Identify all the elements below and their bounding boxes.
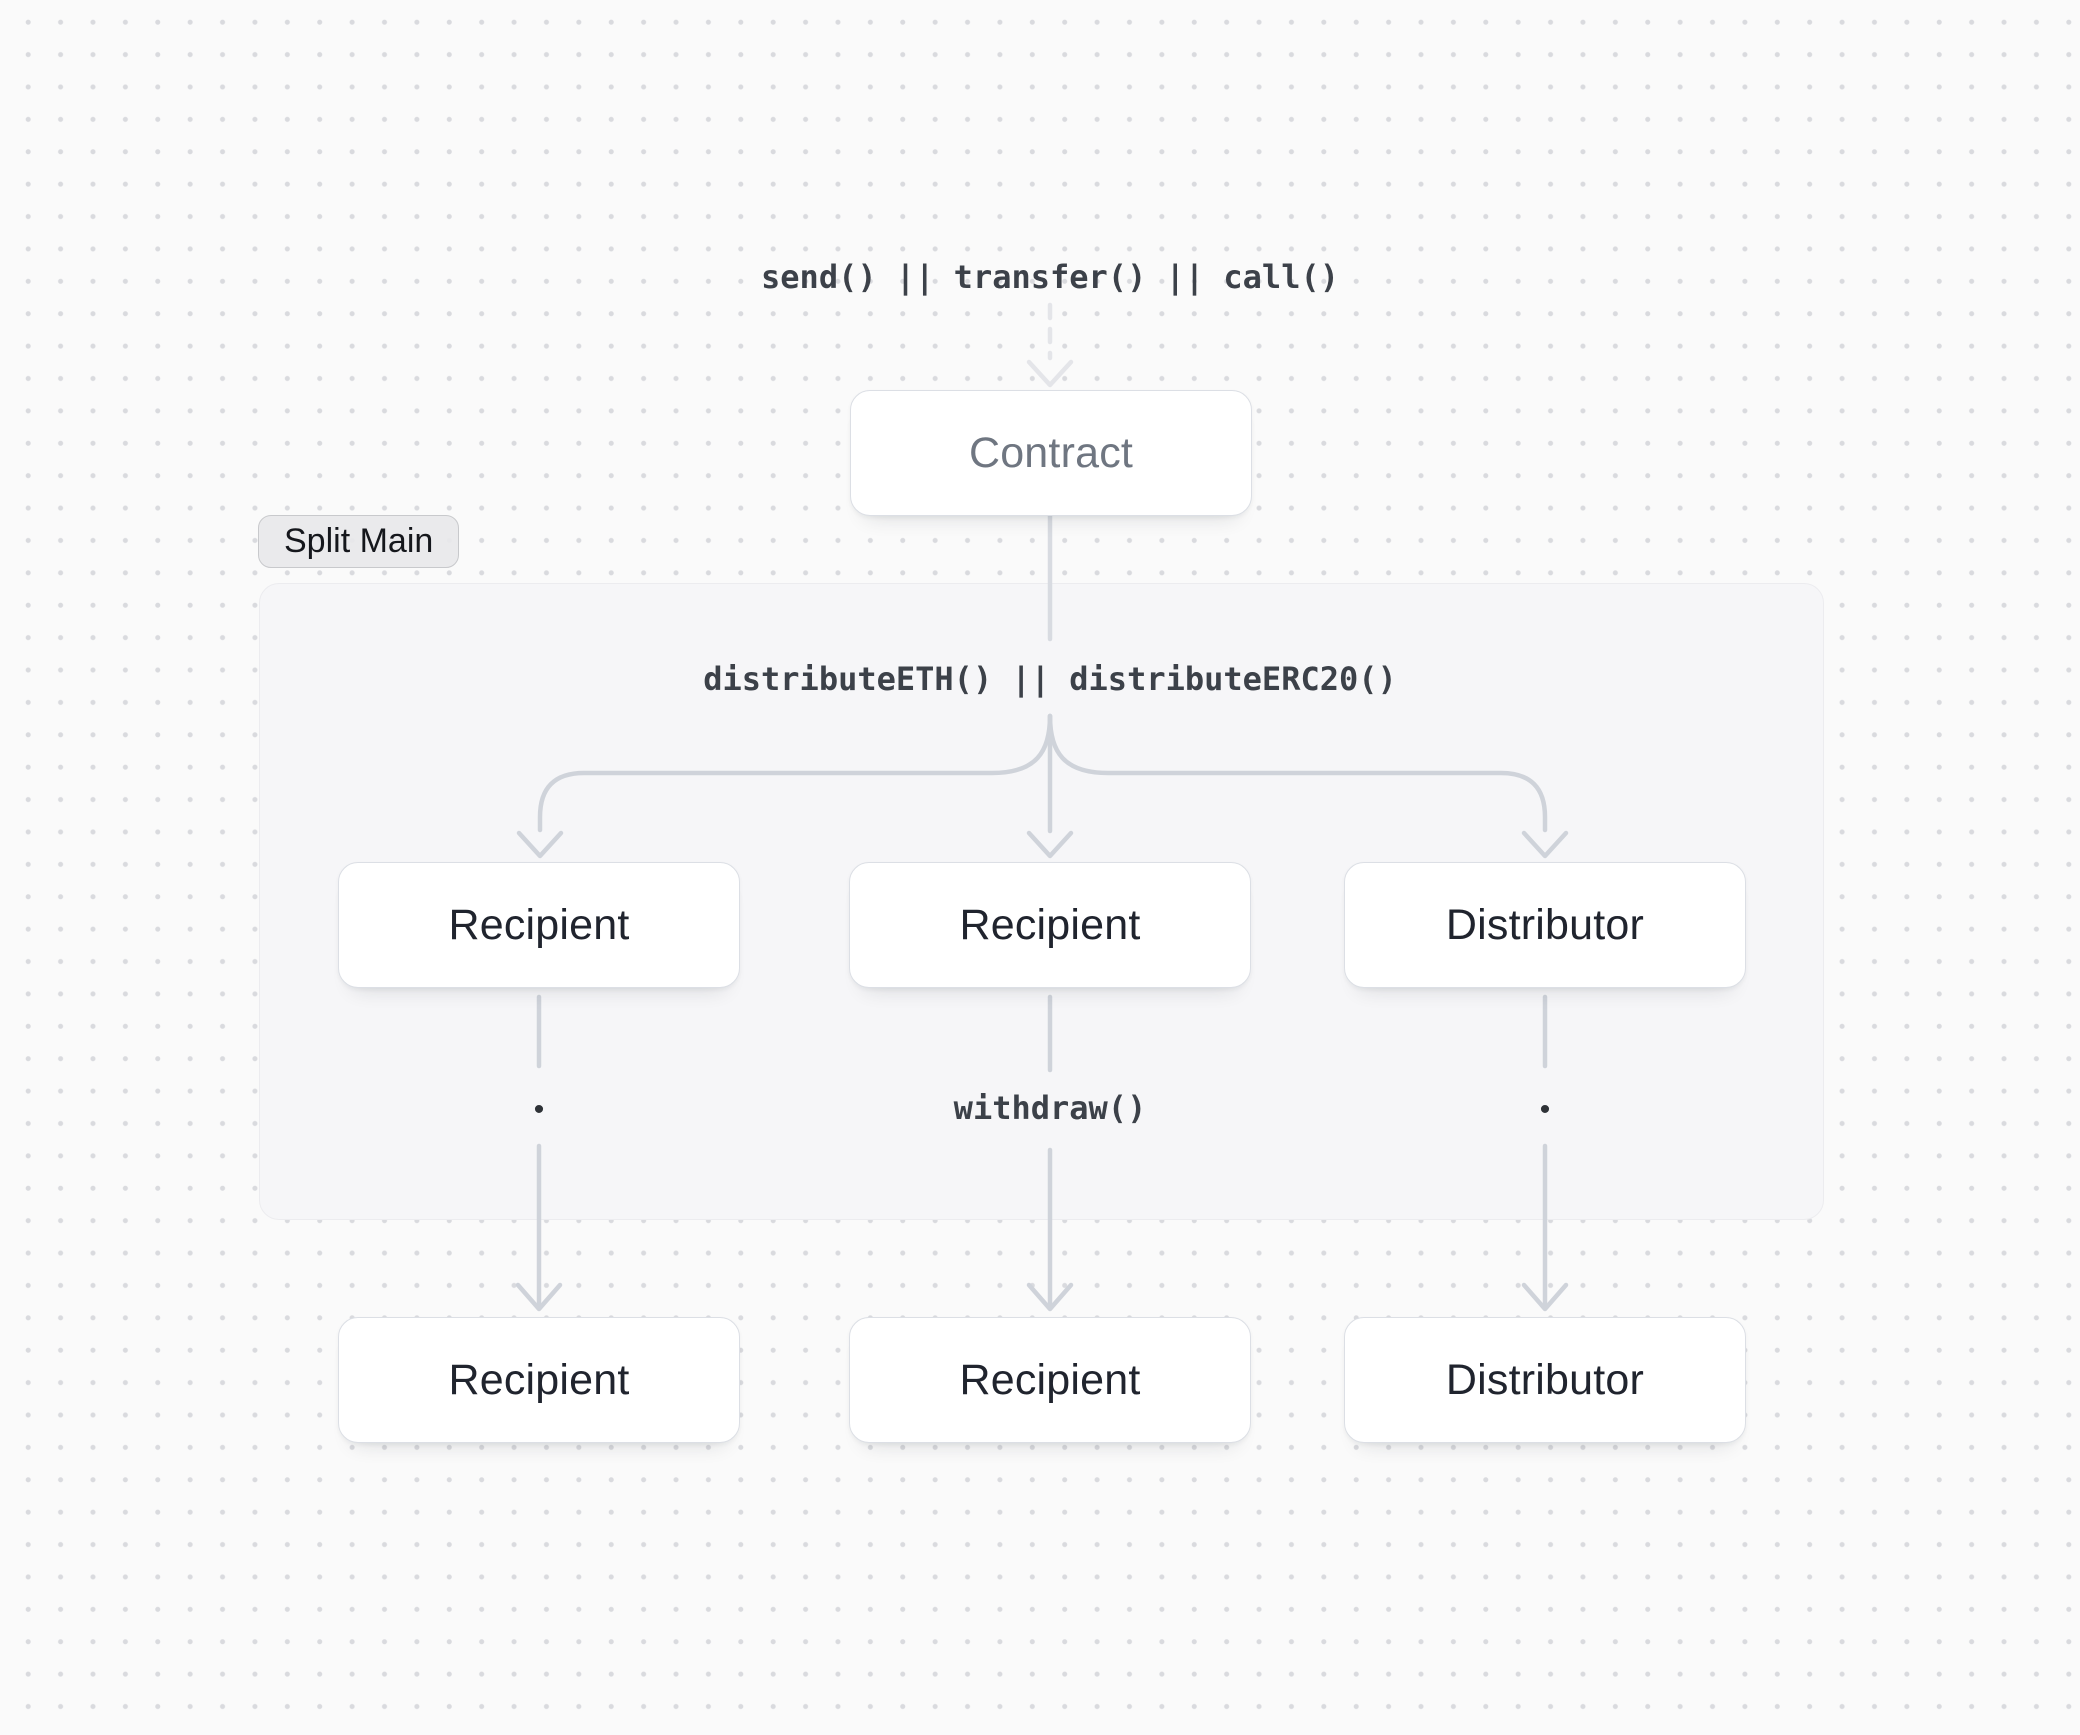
node-recipient-1: Recipient	[338, 862, 740, 988]
entry-call-label: send() || transfer() || call()	[761, 258, 1339, 296]
node-recipient-4: Recipient	[849, 1317, 1251, 1443]
withdraw-call-label: withdraw()	[953, 1089, 1147, 1127]
node-distributor-2: Distributor	[1344, 1317, 1746, 1443]
center-lower-arrowhead-icon	[1026, 1282, 1074, 1312]
left-lower-arrowhead-icon	[515, 1282, 563, 1312]
left-ellipsis-dot: •	[533, 1093, 545, 1126]
node-contract-label: Contract	[968, 428, 1134, 477]
fork-left-line	[537, 713, 1053, 833]
node-contract: Contract	[850, 390, 1252, 516]
node-recipient-3: Recipient	[338, 1317, 740, 1443]
split-main-badge-label: Split Main	[284, 522, 434, 560]
node-distributor-1-label: Distributor	[1445, 900, 1645, 949]
node-recipient-2-label: Recipient	[959, 900, 1141, 949]
fork-center-arrowhead-icon	[1026, 830, 1074, 859]
node-distributor-1: Distributor	[1344, 862, 1746, 988]
fork-left-arrowhead-icon	[516, 830, 564, 859]
fork-right-line	[1047, 713, 1548, 833]
node-recipient-4-label: Recipient	[959, 1355, 1141, 1404]
entry-arrowhead-icon	[1026, 359, 1074, 388]
right-lower-arrowhead-icon	[1521, 1282, 1569, 1312]
distribute-call-label: distributeETH() || distributeERC20()	[703, 660, 1397, 698]
fork-right-arrowhead-icon	[1521, 830, 1569, 859]
right-ellipsis-dot: •	[1539, 1093, 1551, 1126]
node-recipient-1-label: Recipient	[448, 900, 630, 949]
split-main-badge: Split Main	[258, 515, 460, 568]
node-recipient-3-label: Recipient	[448, 1355, 630, 1404]
node-distributor-2-label: Distributor	[1445, 1355, 1645, 1404]
node-recipient-2: Recipient	[849, 862, 1251, 988]
